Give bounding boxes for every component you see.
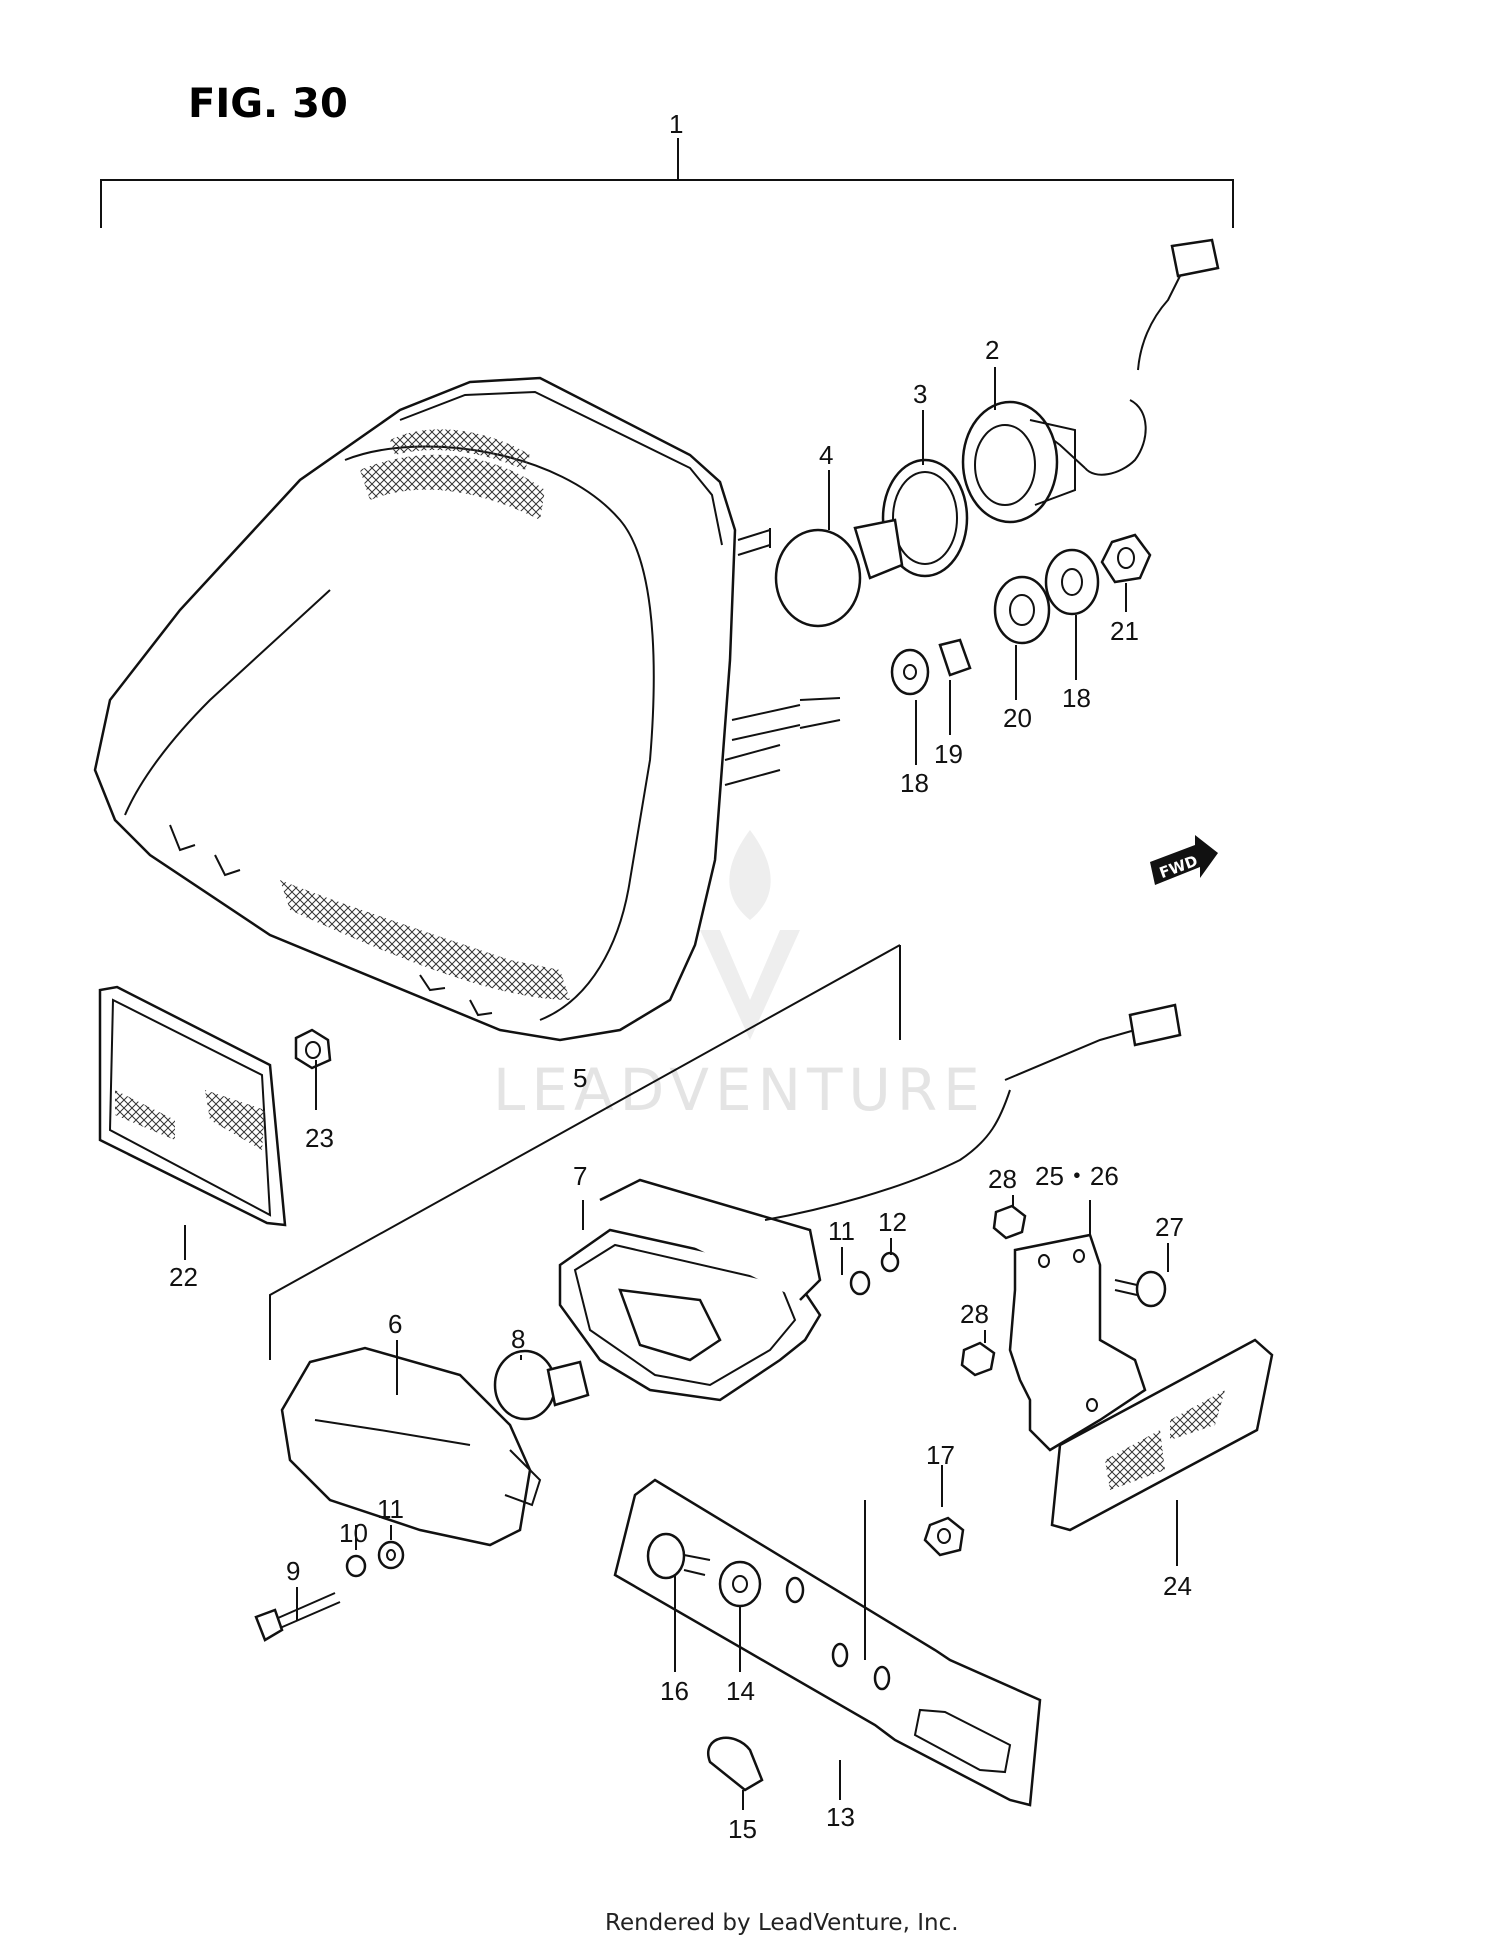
callout-6: 6 [388, 1309, 402, 1339]
license-bulb [493, 1349, 590, 1421]
socket-gasket [881, 458, 969, 578]
callout-1: 1 [669, 109, 683, 139]
side-reflector [1050, 1338, 1274, 1532]
assembly-bracket-5 [269, 944, 901, 1360]
callout-21: 21 [1110, 616, 1139, 646]
tail-bulb [774, 518, 904, 628]
callout-2526: 25・26 [1035, 1161, 1119, 1191]
assembly-bracket-1 [100, 138, 1234, 228]
callout-18b: 18 [900, 768, 929, 798]
callout-12: 12 [878, 1207, 907, 1237]
reflector-bracket [1008, 1233, 1147, 1452]
callout-16: 16 [660, 1676, 689, 1706]
callout-2: 2 [985, 335, 999, 365]
callout-15: 15 [728, 1814, 757, 1844]
callout-7: 7 [573, 1161, 587, 1191]
license-lamp-wire [764, 1003, 1182, 1221]
license-lamp-body [558, 1178, 822, 1402]
tail-lamp-housing [93, 376, 841, 1042]
forward-arrow-label: FWD [1157, 852, 1200, 882]
callout-20: 20 [1003, 703, 1032, 733]
callout-28b: 28 [960, 1299, 989, 1329]
callout-8: 8 [511, 1324, 525, 1354]
license-lamp-screws [254, 1251, 900, 1642]
callout-11a: 11 [828, 1216, 855, 1246]
watermark-text: LEADVENTURE [493, 1056, 986, 1124]
bracket-fasteners [960, 1204, 1167, 1377]
callout-23: 23 [305, 1123, 334, 1153]
figure-title: FIG. 30 [188, 81, 348, 127]
callout-11b: 11 [377, 1494, 404, 1524]
callout-27: 27 [1155, 1212, 1184, 1242]
footer-credit: Rendered by LeadVenture, Inc. [605, 1910, 959, 1936]
callout-28a: 28 [988, 1164, 1017, 1194]
license-bracket-fasteners [646, 1516, 965, 1792]
reflector-nut [294, 1028, 332, 1070]
watermark: LEADVENTURE [493, 830, 986, 1124]
forward-arrow-icon: FWD [1150, 835, 1218, 885]
callout-3: 3 [913, 379, 927, 409]
lamp-wire-connector [1039, 238, 1220, 476]
leader-lines [184, 367, 1178, 1810]
bulb-socket [961, 400, 1076, 524]
license-plate-bracket [613, 1478, 1042, 1807]
callouts: 1 2 3 4 21 18 20 19 18 5 23 22 7 6 8 11 … [169, 109, 1192, 1844]
callout-24: 24 [1163, 1571, 1192, 1601]
rear-reflector [98, 985, 287, 1227]
callout-18a: 18 [1062, 683, 1091, 713]
callout-10: 10 [339, 1518, 368, 1548]
callout-14: 14 [726, 1676, 755, 1706]
license-lamp-lens [280, 1346, 542, 1547]
mounting-hardware [890, 533, 1152, 696]
callout-17: 17 [926, 1440, 955, 1470]
callout-9: 9 [286, 1556, 300, 1586]
callout-4: 4 [819, 440, 833, 470]
callout-5: 5 [573, 1063, 587, 1093]
callout-22: 22 [169, 1262, 198, 1292]
callout-13: 13 [826, 1802, 855, 1832]
callout-19: 19 [934, 739, 963, 769]
